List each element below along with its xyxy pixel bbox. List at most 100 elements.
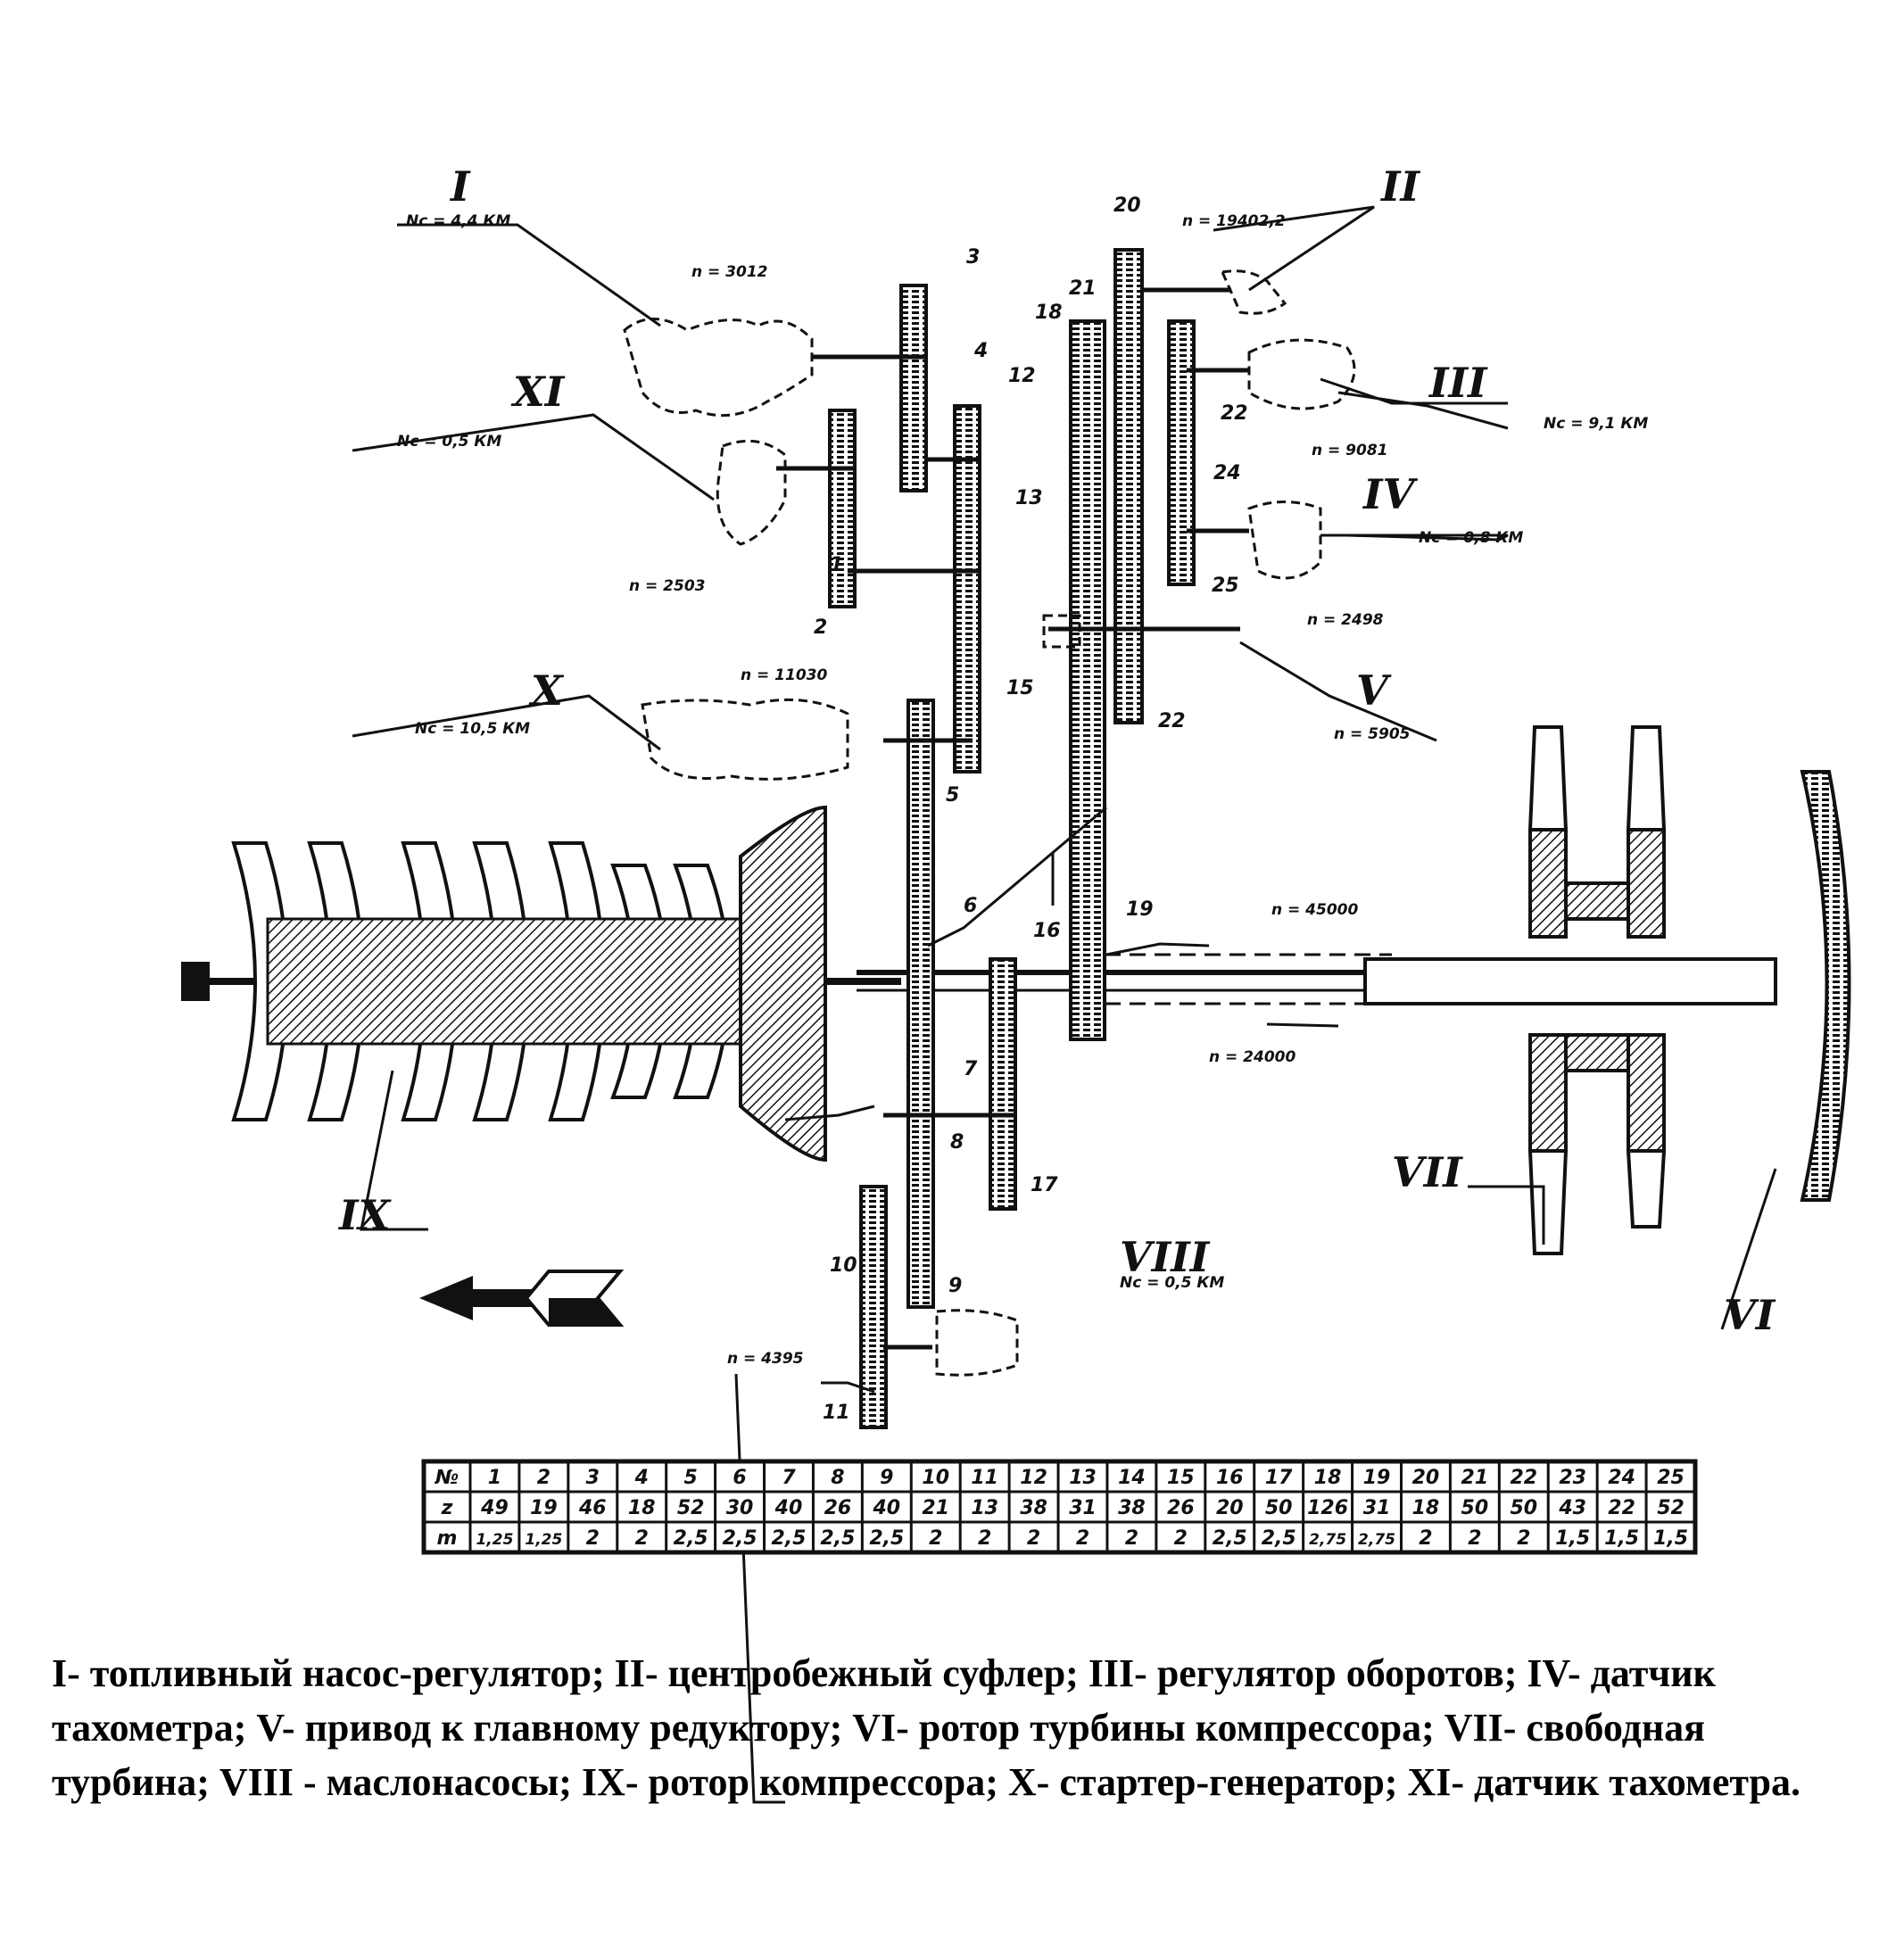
gear-table-cell: 4 — [634, 1467, 649, 1489]
gear-table-cell: 31 — [1069, 1497, 1097, 1519]
gear-table-cell: 12 — [1020, 1467, 1047, 1489]
compressor-rotor — [181, 805, 827, 1162]
gear-table-cell: 11 — [971, 1467, 998, 1489]
gear-table-cell: 1,25 — [476, 1531, 513, 1549]
label-II: II — [1379, 162, 1421, 211]
label-XI: XI — [510, 368, 566, 416]
gear-table-cell: 1,5 — [1555, 1527, 1590, 1550]
gear-23-25 — [1167, 319, 1196, 586]
gear-label-20: 20 — [1113, 194, 1141, 217]
label-IV-speed: n = 2498 — [1307, 611, 1384, 629]
label-IV: IV — [1362, 470, 1419, 518]
gear-table-cell: 3 — [586, 1467, 600, 1489]
gear-label-11: 11 — [823, 1402, 850, 1424]
gear-label-21: 21 — [1069, 277, 1097, 300]
label-III: III — [1428, 359, 1488, 407]
label-II-spec: n = 19402,2 — [1182, 212, 1286, 230]
gear-label-3: 3 — [966, 246, 980, 269]
gear-table-cell: 9 — [880, 1467, 893, 1489]
gear-table-cell: 2 — [1027, 1527, 1040, 1550]
gear-table-cell: 1,5 — [1604, 1527, 1639, 1550]
gear-table-cell: 30 — [726, 1497, 754, 1519]
label-V-spec: n = 5905 — [1334, 725, 1411, 743]
gear-table-cell: 10 — [922, 1467, 949, 1489]
gear-12-15 — [953, 404, 981, 774]
gear-18 — [1069, 319, 1106, 1041]
legend-item: XI- датчик тахометра. — [1407, 1760, 1801, 1804]
gear-label-16: 16 — [1033, 920, 1061, 942]
gear-table-cell: 43 — [1558, 1497, 1586, 1519]
gear-table-cell: 1 — [488, 1467, 501, 1489]
gear-table-cell: 2 — [1517, 1527, 1530, 1550]
gear-table-cell: 21 — [922, 1497, 949, 1519]
label-III-speed: n = 9081 — [1312, 442, 1388, 459]
label-VI: VI — [1724, 1291, 1776, 1339]
gear-label-15: 15 — [1006, 677, 1034, 699]
gear-train — [828, 248, 1196, 1429]
gear-table-cell: 2,5 — [771, 1527, 806, 1550]
gear-5-9 — [906, 699, 935, 1309]
speed-starter: n = 11030 — [741, 666, 827, 684]
label-XI-spec: Nc = 0,5 КМ — [397, 433, 501, 451]
gear-table-cell: 2,75 — [1309, 1531, 1346, 1549]
legend-item: IV- датчик тахометра; — [52, 1651, 1716, 1750]
gear-table-cell: 126 — [1307, 1497, 1348, 1519]
legend-item: VIII - маслонасосы; — [219, 1760, 582, 1804]
gear-label-22: 22 — [1221, 402, 1248, 425]
label-IV-spec: Nc = 0,8 КМ — [1419, 529, 1523, 547]
gear-table-cell: 18 — [628, 1497, 656, 1519]
label-IX: IX — [337, 1191, 393, 1239]
gear-table-cell: 31 — [1363, 1497, 1391, 1519]
gear-table-cell: 22 — [1510, 1467, 1537, 1489]
gear-table-cell: 25 — [1657, 1467, 1685, 1489]
gear-number-labels: 1 2 3 4 5 6 7 8 9 10 11 12 13 15 16 17 1… — [814, 194, 1248, 1424]
legend-item: I- топливный насос-регулятор; — [52, 1651, 615, 1695]
gear-label-10: 10 — [830, 1254, 857, 1277]
gear-table-cell: 16 — [1216, 1467, 1244, 1489]
gear-table-cell: 21 — [1461, 1467, 1489, 1489]
gear-table-cell: 2 — [1419, 1527, 1432, 1550]
gear-table-cell: 19 — [530, 1497, 558, 1519]
label-VIII-spec: Nc = 0,5 КМ — [1120, 1274, 1224, 1292]
stub-shafts — [776, 287, 1249, 1350]
gear-table-row-label: z — [441, 1497, 453, 1519]
gear-table-cell: 2 — [1468, 1527, 1481, 1550]
gear-label-8: 8 — [950, 1131, 964, 1154]
shaft-speed-labels: n = 3012 n = 11030 n = 45000 n = 24000 n… — [691, 263, 1358, 1368]
label-V: V — [1356, 666, 1392, 715]
gear-table-cell: 1,25 — [525, 1531, 562, 1549]
gear-label-4: 4 — [973, 340, 988, 362]
gear-table-cell: 2 — [537, 1467, 551, 1489]
gear-table-cell: 49 — [480, 1497, 509, 1519]
component-labels: I Nc = 4,4 КМ II n = 19402,2 III Nc = 9,… — [337, 162, 1776, 1339]
legend-item: X- стартер-генератор; — [1007, 1760, 1408, 1804]
gear-table-cell: 6 — [733, 1467, 746, 1489]
gear-table-cell: 14 — [1118, 1467, 1146, 1489]
gear-table-row-label: m — [437, 1527, 458, 1550]
gear-table-cell: 2,5 — [1262, 1527, 1296, 1550]
legend-item: III- регулятор оборотов; — [1088, 1651, 1527, 1695]
gear-table-cell: 2 — [1076, 1527, 1089, 1550]
gear-table-cell: 38 — [1118, 1497, 1146, 1519]
gear-table-cell: 20 — [1412, 1467, 1440, 1489]
turbine-assembly — [1363, 725, 1851, 1255]
gear-table-cell: 2 — [635, 1527, 649, 1550]
label-VIII: VIII — [1120, 1233, 1211, 1281]
gear-table-cell: 24 — [1608, 1467, 1635, 1489]
gear-label-17: 17 — [1031, 1174, 1058, 1196]
legend-item: VI- ротор турбины компрессора; — [852, 1706, 1445, 1750]
label-X: X — [528, 666, 565, 715]
gear-1-2 — [828, 409, 857, 608]
gear-table-cell: 50 — [1461, 1497, 1489, 1519]
legend: I- топливный насос-регулятор; II- центро… — [52, 1646, 1863, 1809]
gear-label-9: 9 — [948, 1275, 962, 1297]
label-I-spec: Nc = 4,4 КМ — [406, 212, 510, 230]
speed-free-turbine: n = 45000 — [1271, 901, 1358, 919]
gear-table-cell: 13 — [971, 1497, 998, 1519]
gear-table-cell: 26 — [1167, 1497, 1195, 1519]
gear-20-22 — [1113, 248, 1144, 724]
gear-label-5: 5 — [946, 784, 959, 807]
gear-table-cell: 2 — [586, 1527, 600, 1550]
gear-table-cell: 50 — [1510, 1497, 1537, 1519]
legend-item: II- центробежный суфлер; — [614, 1651, 1089, 1695]
